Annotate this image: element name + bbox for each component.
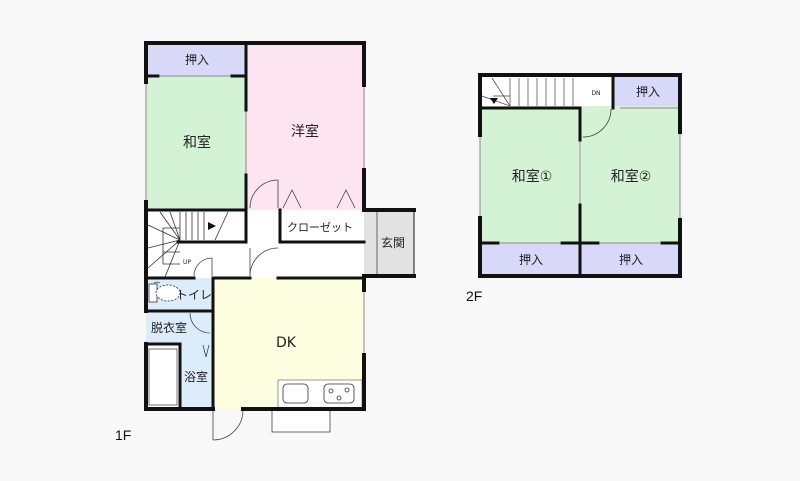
walls-2f: [478, 73, 682, 278]
youshitsu-fill: [246, 43, 364, 210]
genkan-label: 玄関: [381, 235, 405, 250]
washitsu2-fill: [581, 106, 680, 243]
stove-icon: [323, 383, 355, 404]
dk-label: DK: [276, 335, 297, 351]
floor-2-label: 2F: [466, 288, 483, 304]
stairs-up-label: UP: [183, 259, 191, 266]
genkan-fill: [364, 210, 414, 276]
yokushitsu-label: 浴室: [184, 369, 208, 384]
sink-icon: [282, 383, 309, 404]
windows-1f: [145, 75, 365, 355]
oshiire-2f-top-fill: [614, 76, 680, 106]
stairs-down-arrow-icon: [490, 98, 498, 104]
oshiire-2f-bl-fill: [480, 243, 579, 276]
bathtub-icon: [148, 348, 178, 406]
washitsu1-label: 和室①: [512, 168, 553, 185]
porch-step: [271, 409, 331, 433]
floor-2-plan: DN 押入 和室① 和: [478, 73, 682, 278]
washitsu-1f-label: 和室: [183, 134, 211, 151]
datsuishitsu-label: 脱衣室: [151, 320, 187, 335]
oshiire-2f-bl-label: 押入: [519, 253, 543, 267]
hall-fill: [146, 210, 364, 278]
floor-1-plan: UP: [144, 41, 416, 441]
stairs-1f: [147, 211, 229, 278]
oshiire-2f-br-label: 押入: [619, 253, 643, 267]
stairs-down-label: DN: [591, 90, 600, 97]
floor-1-label: 1F: [115, 427, 132, 443]
washitsu-1f-fill: [146, 76, 246, 210]
walls-1f: [144, 41, 416, 411]
oshiire-1f-label: 押入: [185, 53, 209, 67]
windows-2f: [479, 107, 681, 244]
toilet-fixture-icon: [148, 283, 181, 303]
washitsu2-label: 和室②: [611, 168, 652, 185]
yokushitsu-fill: [180, 344, 213, 409]
stairs-2f-fill: [480, 76, 614, 106]
youshitsu-label: 洋室: [291, 123, 319, 140]
oshiire-1f-fill: [146, 43, 246, 76]
oshiire-2f-top-label: 押入: [636, 85, 660, 99]
closet-label: クローゼット: [287, 221, 353, 234]
stairs-2f: [481, 77, 574, 107]
datsuishitsu-fill: [146, 311, 213, 344]
washitsu1-fill: [480, 109, 579, 243]
toilet-label: トイレ: [176, 288, 212, 302]
oshiire-2f-br-fill: [581, 243, 680, 276]
door-swings-1f: [153, 179, 356, 441]
door-swing-2f: [582, 108, 612, 138]
stairs-arrow-icon: [208, 222, 216, 230]
